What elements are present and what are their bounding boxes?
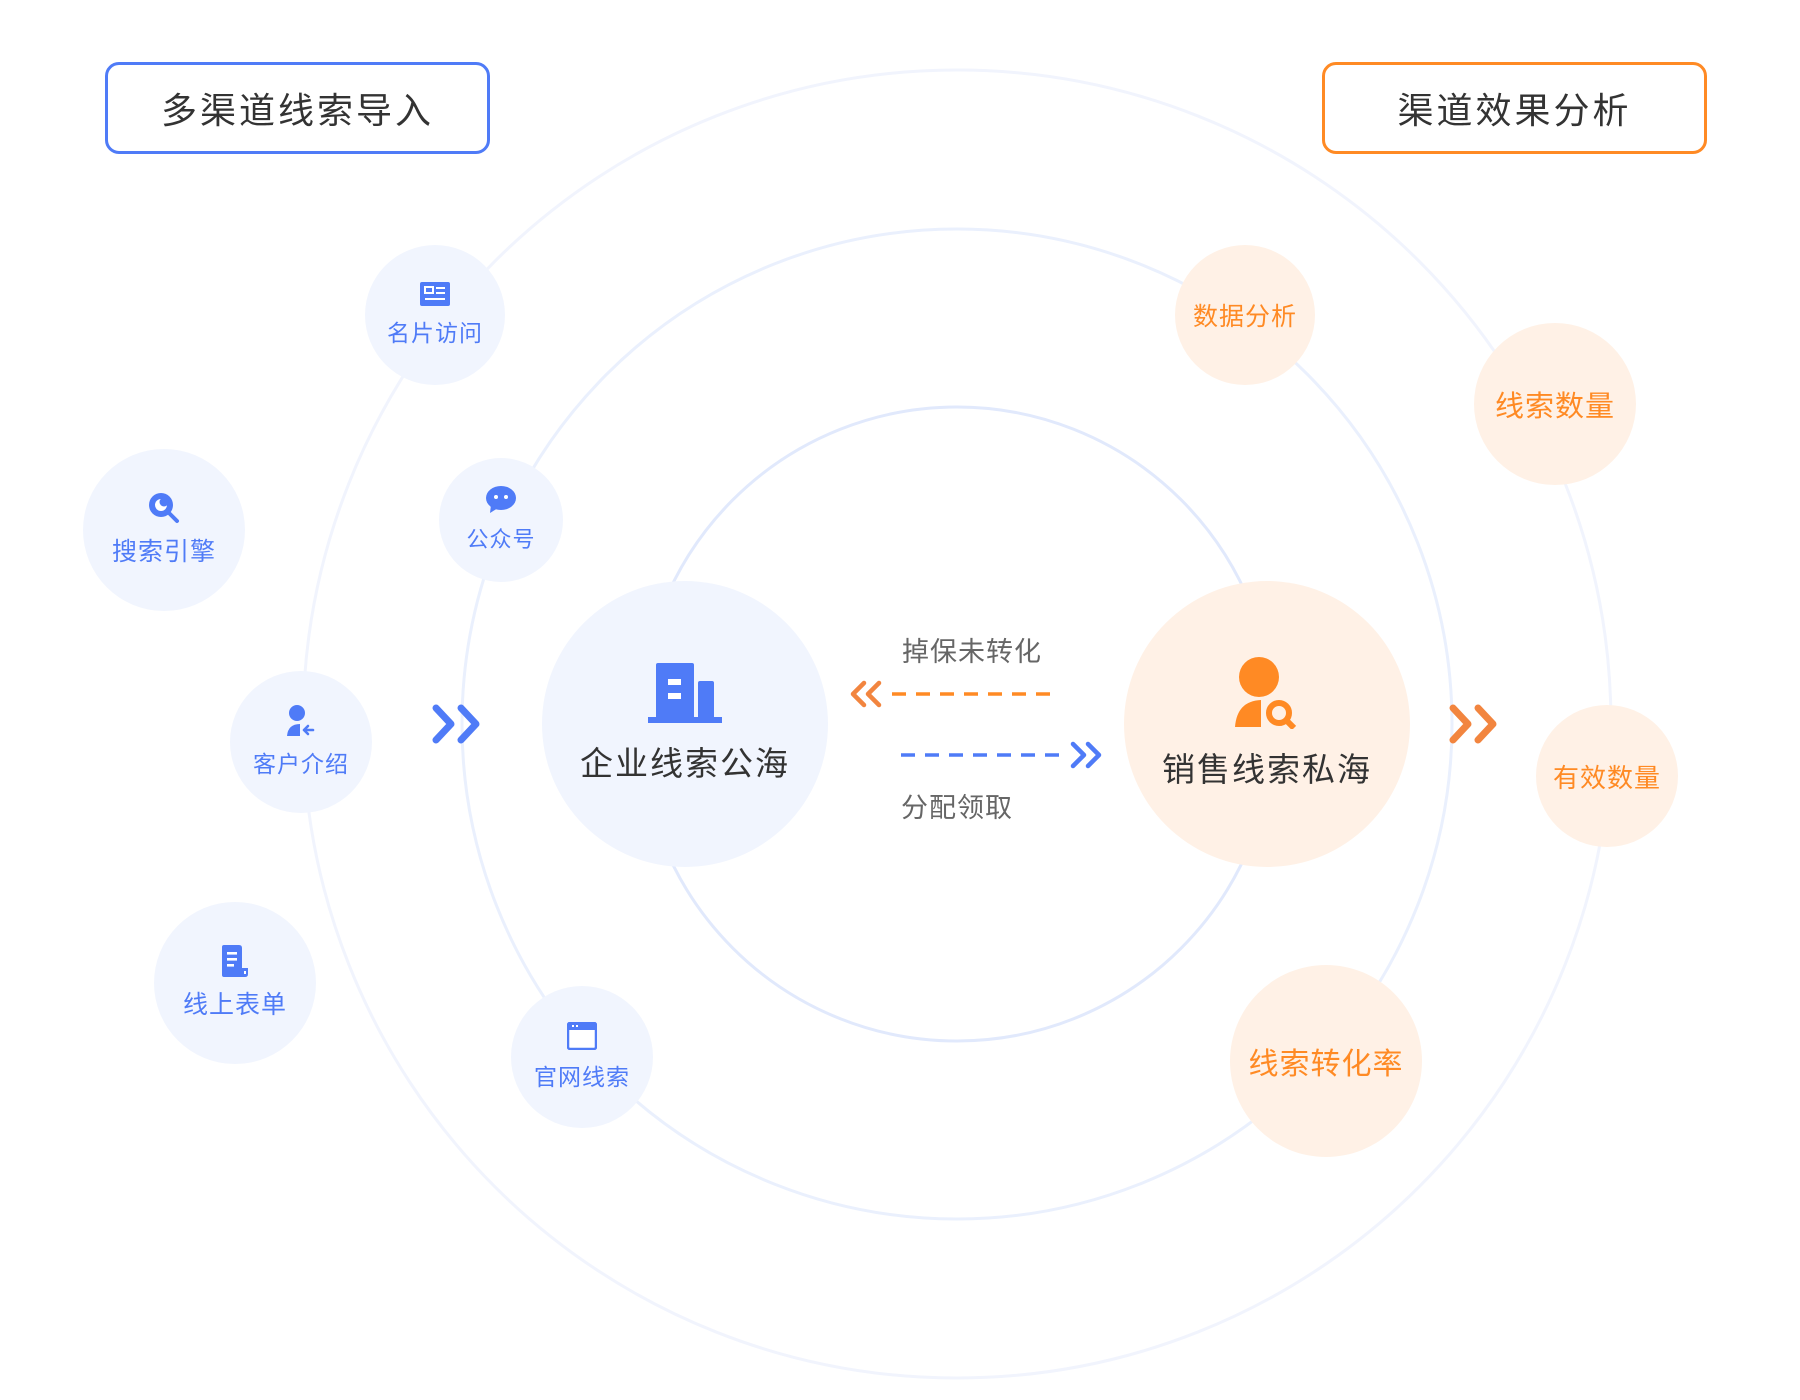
source-official-website[interactable]: 官网线索: [511, 986, 653, 1128]
source-label: 线上表单: [182, 990, 287, 1019]
flow-back-label: 掉保未转化: [902, 637, 1042, 668]
search-icon: [149, 493, 179, 523]
metric-label: 线索数量: [1494, 389, 1615, 423]
private-lead-pool[interactable]: 销售线索私海: [1124, 581, 1410, 867]
source-label: 公众号: [466, 528, 536, 553]
chat-bubble-icon: [486, 486, 516, 513]
source-official-account[interactable]: 公众号: [439, 458, 563, 582]
source-label: 客户介绍: [253, 752, 349, 778]
business-card-icon: [420, 282, 450, 306]
document-form-icon: [222, 945, 248, 977]
source-business-card[interactable]: 名片访问: [365, 245, 505, 385]
flow-forward-label: 分配领取: [901, 793, 1013, 824]
building-icon: [648, 663, 722, 723]
source-customer-referral[interactable]: 客户介绍: [230, 671, 372, 813]
source-online-form[interactable]: 线上表单: [154, 902, 316, 1064]
metric-valid-count[interactable]: 有效数量: [1536, 705, 1678, 847]
channel-effect-analysis-header: 渠道效果分析: [1322, 62, 1707, 154]
user-search-icon: [1235, 657, 1297, 729]
public-lead-pool[interactable]: 企业线索公海: [542, 581, 828, 867]
channel-effect-analysis-title: 渠道效果分析: [1397, 91, 1632, 132]
public-lead-pool-label: 企业线索公海: [580, 744, 790, 783]
multi-channel-import-title: 多渠道线索导入: [160, 91, 434, 132]
user-referral-icon: [287, 705, 315, 736]
browser-window-icon: [567, 1022, 597, 1050]
source-search-engine[interactable]: 搜索引擎: [83, 449, 245, 611]
source-label: 名片访问: [387, 321, 483, 347]
source-label: 搜索引擎: [111, 537, 216, 566]
metric-conversion-rate[interactable]: 线索转化率: [1230, 965, 1422, 1157]
metric-label: 线索转化率: [1248, 1047, 1404, 1082]
metric-label: 数据分析: [1192, 302, 1297, 331]
multi-channel-import-header: 多渠道线索导入: [105, 62, 490, 154]
metric-label: 有效数量: [1552, 763, 1661, 794]
metric-data-analysis[interactable]: 数据分析: [1175, 245, 1315, 385]
private-lead-pool-label: 销售线索私海: [1162, 750, 1372, 789]
outer-ring: [301, 68, 1613, 1380]
source-label: 官网线索: [534, 1065, 630, 1091]
metric-lead-count[interactable]: 线索数量: [1474, 323, 1636, 485]
